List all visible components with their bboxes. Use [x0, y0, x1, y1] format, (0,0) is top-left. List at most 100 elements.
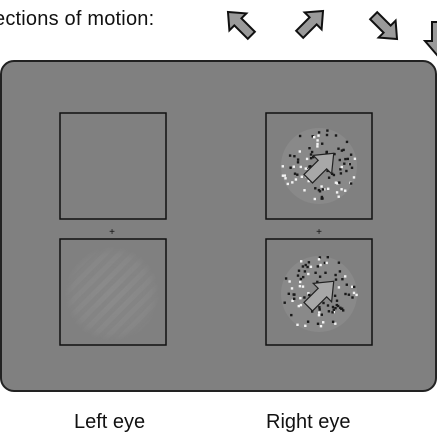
motion-dot [308, 293, 311, 297]
motion-dot [327, 187, 330, 190]
motion-dot [299, 277, 303, 281]
motion-dot [336, 182, 339, 185]
grating-patch [60, 239, 166, 345]
motion-dot [352, 291, 356, 295]
motion-dot [281, 165, 284, 168]
motion-dot [333, 294, 337, 297]
motion-dot [353, 285, 356, 289]
motion-dot [307, 179, 310, 183]
motion-dot [316, 145, 319, 148]
motion-dot [338, 181, 341, 184]
motion-dot [313, 197, 316, 201]
motion-dot [340, 307, 343, 310]
left-eye-top-frame [59, 112, 167, 220]
motion-dot [296, 161, 300, 164]
motion-dot [296, 274, 300, 277]
motion-dot [304, 167, 307, 170]
motion-dot [338, 270, 342, 273]
motion-dot [305, 157, 309, 161]
motion-dot [340, 149, 344, 152]
motion-dot [283, 301, 286, 304]
up-left-arrow-icon [218, 2, 261, 45]
motion-dot [297, 304, 300, 308]
motion-dot [334, 134, 338, 137]
right-eye-top-frame [265, 112, 373, 220]
motion-dot [307, 292, 310, 295]
motion-dot [299, 165, 302, 169]
motion-dot [337, 286, 341, 289]
motion-dot [339, 168, 342, 171]
motion-dot [320, 195, 324, 199]
motion-dot [300, 260, 303, 263]
motion-dot [284, 277, 288, 280]
motion-dot [331, 311, 334, 314]
motion-dot [316, 280, 319, 284]
motion-dot [326, 169, 329, 173]
motion-dot [349, 153, 353, 156]
motion-dot [299, 303, 303, 307]
motion-dot [291, 181, 294, 184]
motion-dot [334, 181, 338, 184]
motion-dot [318, 311, 321, 314]
motion-dot [293, 172, 297, 175]
motion-dot [343, 162, 346, 165]
right-eye-label: Right eye [266, 411, 351, 433]
directions-of-motion-label: ections of motion: [0, 8, 155, 30]
motion-dot [349, 182, 353, 185]
motion-dot [323, 188, 326, 191]
motion-dot [318, 308, 321, 311]
motion-dot [304, 324, 307, 327]
motion-dot [311, 135, 314, 138]
motion-dot [353, 157, 357, 160]
motion-dot [313, 136, 316, 139]
motion-dot [317, 258, 321, 261]
motion-dot [283, 174, 286, 177]
motion-dot [326, 129, 329, 132]
motion-dot [318, 256, 322, 259]
left-eye-label: Left eye [74, 411, 146, 433]
up-right-arrow-icon [290, 1, 333, 44]
motion-dot [299, 280, 302, 284]
motion-dot [344, 157, 347, 161]
motion-dot [302, 275, 305, 279]
motion-dot [291, 299, 294, 302]
motion-dot [317, 314, 321, 317]
motion-dot [345, 169, 348, 173]
motion-dot [336, 304, 340, 308]
motion-dot [303, 296, 306, 299]
motion-dot [334, 322, 337, 325]
motion-dot [297, 269, 301, 272]
motion-dot [322, 301, 325, 305]
motion-dot [344, 275, 347, 278]
motion-dot [301, 285, 305, 288]
motion-dot [309, 265, 313, 268]
motion-dot [286, 182, 289, 186]
motion-dot [321, 142, 324, 145]
motion-dot [304, 263, 307, 267]
right-fixation-mark: + [316, 227, 322, 238]
motion-dot [316, 322, 320, 325]
motion-dot [312, 156, 315, 159]
motion-dot [344, 292, 347, 296]
motion-dot [284, 177, 287, 180]
motion-dot [307, 261, 311, 264]
motion-dot [298, 150, 301, 153]
motion-dot [303, 270, 307, 273]
motion-dot [325, 133, 329, 137]
motion-dot [306, 320, 310, 323]
motion-dot [342, 148, 345, 152]
motion-dot [287, 292, 290, 295]
motion-dot [333, 152, 336, 156]
motion-dot [344, 189, 347, 192]
down-arrow-icon [424, 21, 437, 56]
motion-dot [298, 285, 302, 288]
motion-dot [342, 309, 345, 312]
motion-dot [334, 307, 337, 310]
motion-dot [346, 157, 349, 161]
motion-dot [317, 134, 320, 137]
motion-dot [332, 308, 335, 311]
motion-dot [341, 278, 344, 281]
motion-dot [352, 176, 356, 179]
motion-dot [320, 185, 323, 188]
motion-dot [335, 191, 339, 194]
